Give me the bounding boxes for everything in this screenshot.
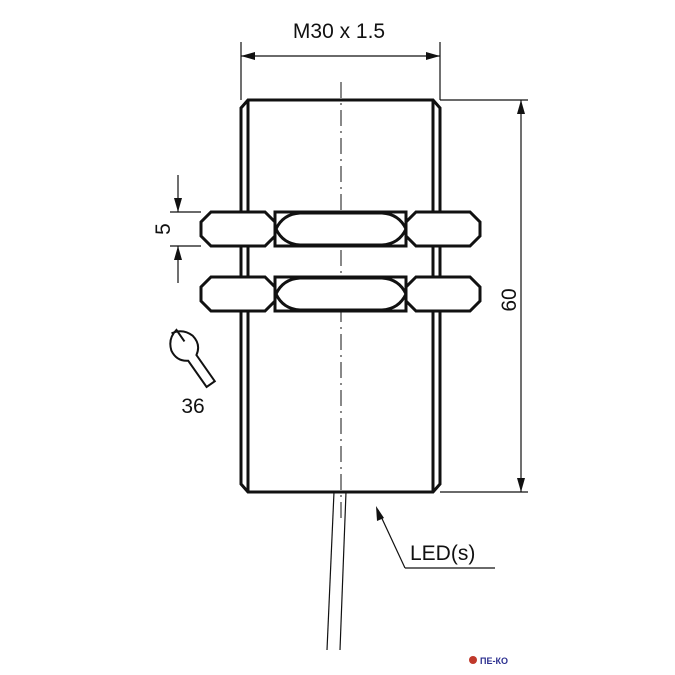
upper-nut [199, 210, 482, 248]
arrow-icon [376, 506, 384, 521]
thread-label: M30 x 1.5 [293, 20, 385, 43]
nut-thickness-label: 5 [152, 223, 175, 235]
length-dimension: 60 [440, 99, 528, 493]
wrench-size-label: 36 [181, 395, 204, 418]
thread-dimension: M30 x 1.5 [240, 20, 441, 100]
led-label: LED(s) [410, 542, 475, 565]
lower-nut [199, 275, 482, 313]
watermark: ПЕ-КО [469, 656, 508, 666]
wrench-icon [169, 328, 217, 389]
length-label: 60 [498, 288, 521, 311]
cable [326, 491, 347, 651]
led-leader: LED(s) [376, 506, 495, 569]
nut-thickness-dimension: 5 [152, 175, 201, 283]
watermark-label: ПЕ-КО [480, 656, 508, 666]
